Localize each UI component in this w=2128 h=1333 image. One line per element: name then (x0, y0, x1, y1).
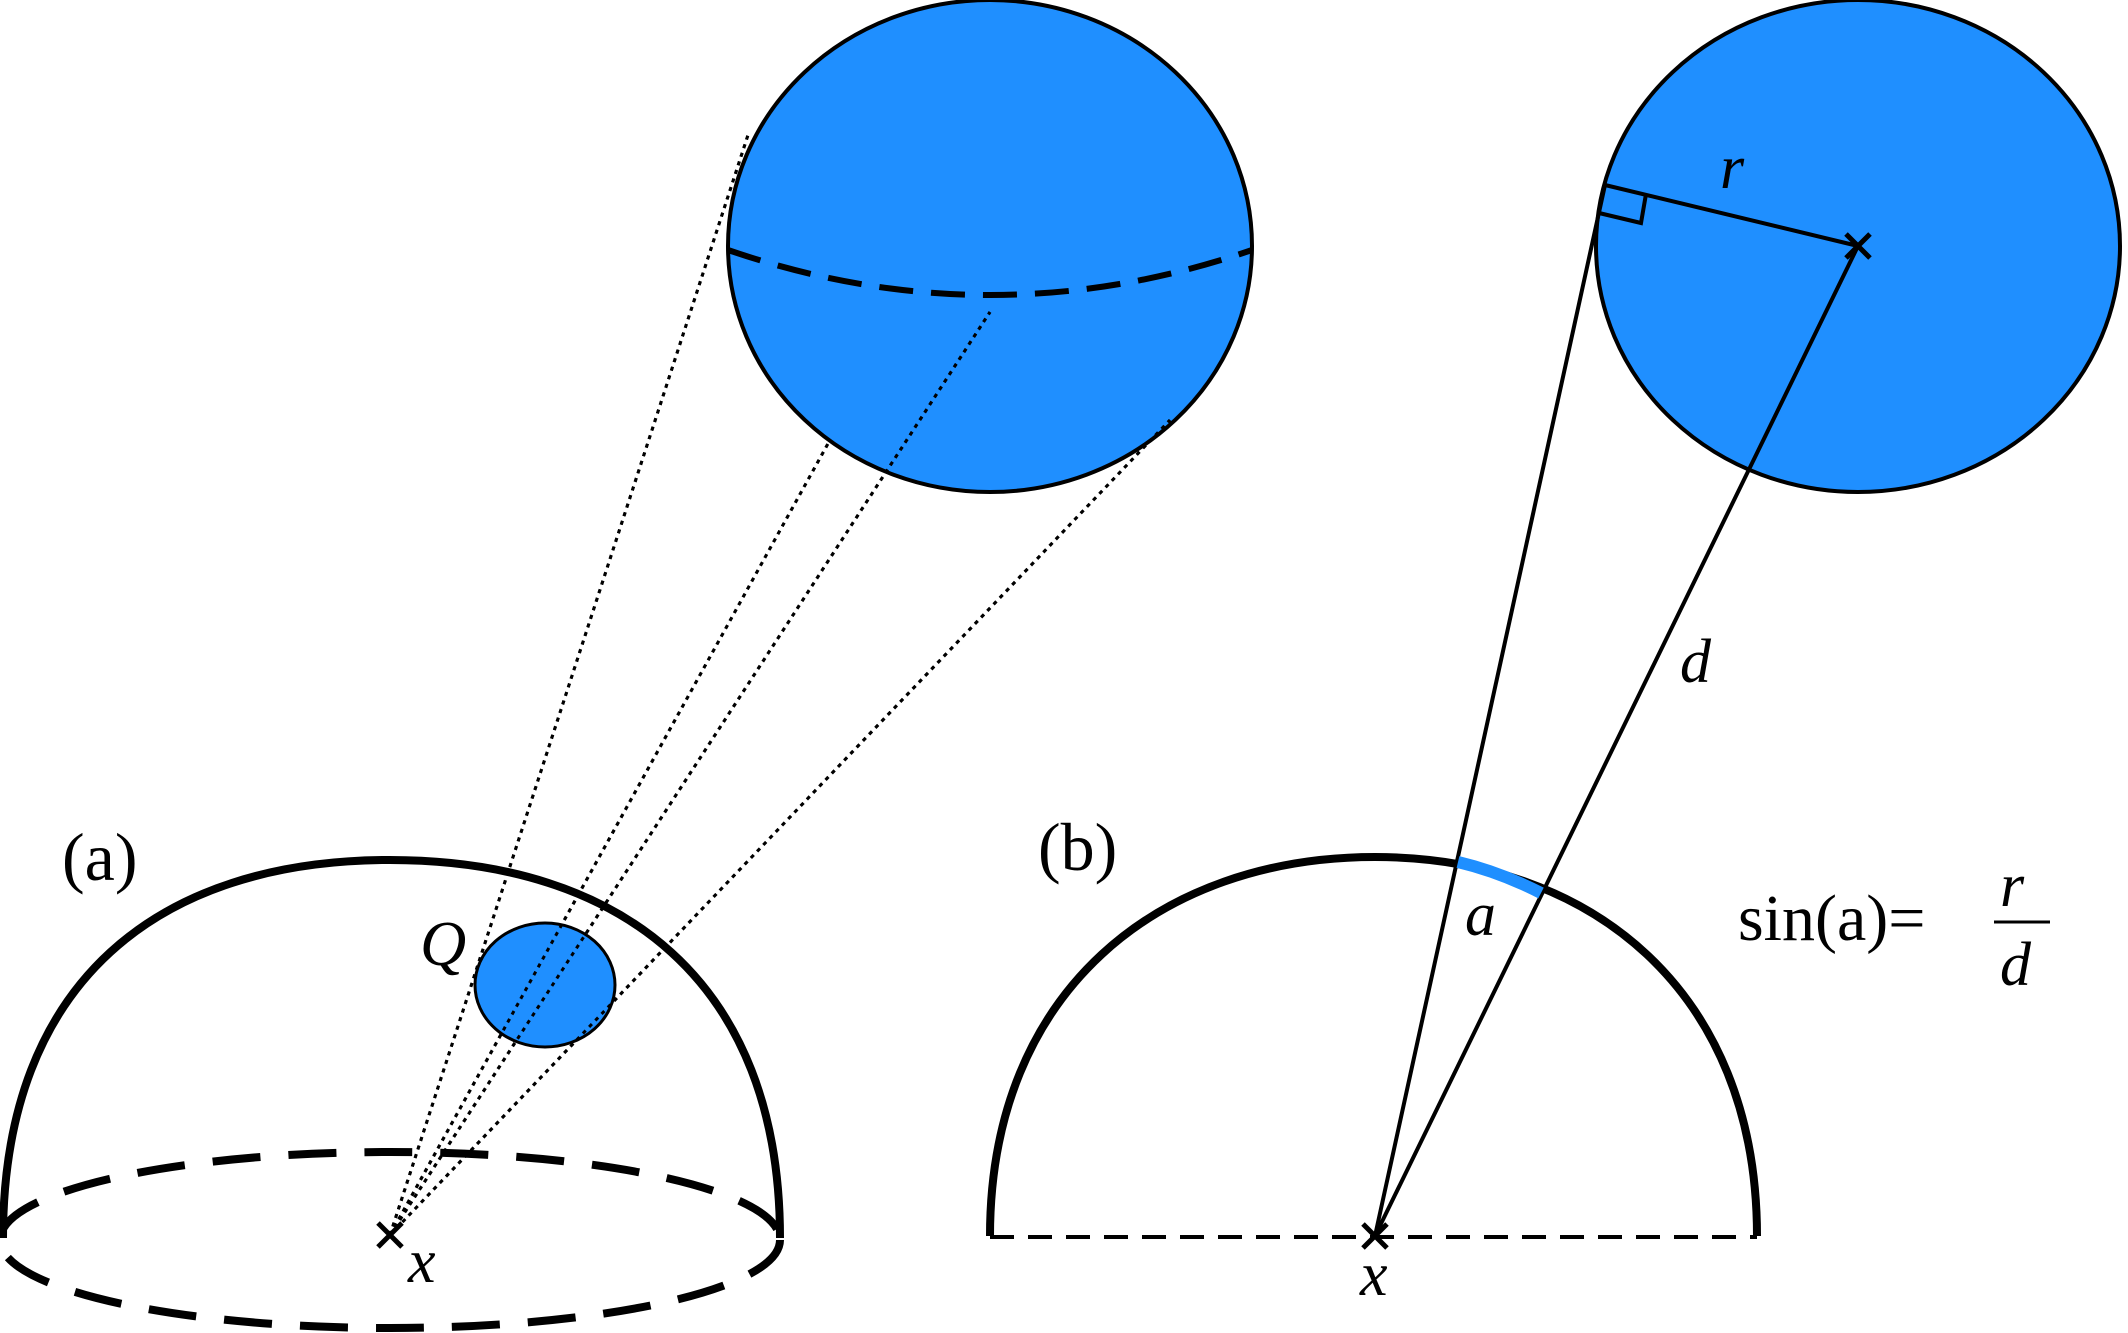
formula-denominator: d (2000, 931, 2032, 999)
panel-b-tangent-line (1373, 184, 1607, 1237)
panel-a-large-sphere (726, 0, 1254, 494)
panel-a-projection-lines-front (388, 134, 1172, 1237)
panel-b-right-angle-icon (1598, 193, 1648, 226)
panel-b-r-label: r (1720, 134, 1745, 202)
projection-line-front-3 (388, 311, 992, 1236)
panel-a: (a) Q x (0, 0, 1254, 1332)
panel-a-q-label: Q (420, 908, 466, 979)
panel-a-x-marker-icon (376, 1221, 404, 1249)
panel-b-x-label: x (1359, 1241, 1388, 1309)
panel-b-angle-arc-highlight (1456, 856, 1544, 899)
panel-a-hemisphere-arc (0, 855, 784, 1239)
panel-a-label: (a) (62, 819, 137, 895)
panel-a-small-sphere-q (473, 921, 617, 1049)
panel-b: (b) r d a x sin(a)= r d (986, 0, 2122, 1309)
projection-line-front-2 (388, 439, 832, 1236)
projection-line-front-1 (388, 134, 750, 1236)
panel-b-d-label: d (1680, 628, 1712, 696)
panel-b-x-marker-icon (1361, 1222, 1389, 1250)
panel-a-large-sphere-equator (727, 247, 1253, 298)
panel-b-a-label: a (1465, 881, 1496, 949)
panel-a-hemisphere-base (0, 1148, 784, 1332)
formula-lhs: sin(a)= (1738, 882, 1926, 955)
panel-a-x-label: x (407, 1228, 436, 1296)
panel-b-label: (b) (1038, 809, 1117, 885)
panel-b-center-marker-icon (1844, 232, 1872, 260)
formula-numerator: r (2000, 852, 2025, 920)
panel-b-distance-line (1373, 245, 1860, 1237)
panel-b-semicircle (986, 852, 1761, 1237)
